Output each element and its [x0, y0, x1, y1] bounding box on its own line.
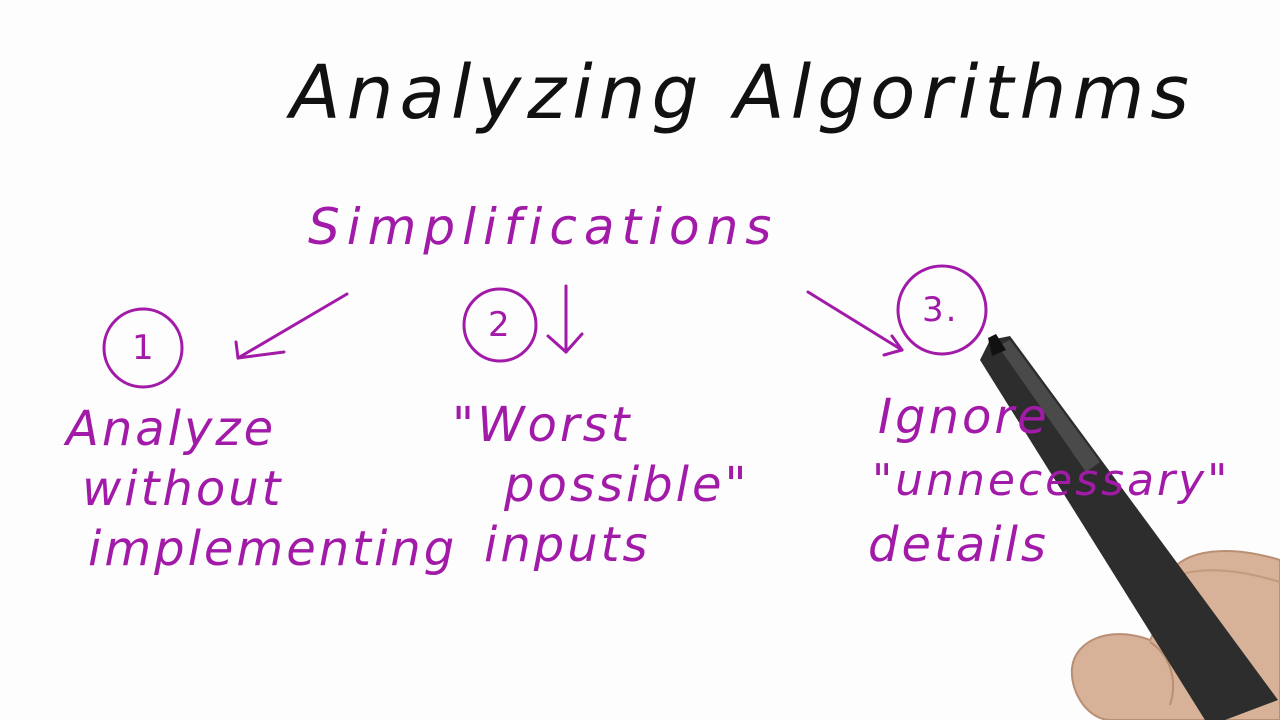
item-number-2: 2 [488, 305, 512, 345]
pen-icon [980, 334, 1278, 720]
item-3-line-3: details [868, 517, 1049, 573]
arrow-to-item-2 [546, 284, 584, 354]
item-number-3: 3. [922, 290, 959, 330]
number-circle-3 [896, 264, 988, 356]
item-1-line-2: without [82, 461, 284, 517]
item-1-line-3: implementing [88, 521, 458, 577]
item-2-line-1: "Worst [452, 397, 633, 453]
diagram-subtitle: Simplifications [308, 198, 779, 256]
item-2-line-2: possible" [504, 457, 750, 513]
item-1-line-1: Analyze [66, 401, 277, 457]
number-circle-2 [462, 287, 538, 363]
page-title: Analyzing Algorithms [290, 50, 1195, 136]
item-2-line-3: inputs [484, 517, 651, 573]
item-3-line-2: "unnecessary" [872, 455, 1231, 506]
arrow-to-item-1 [234, 292, 349, 360]
item-number-1: 1 [132, 328, 156, 368]
number-circle-1 [102, 307, 184, 389]
item-3-line-1: Ignore [878, 389, 1050, 445]
arrow-to-item-3 [806, 290, 904, 357]
